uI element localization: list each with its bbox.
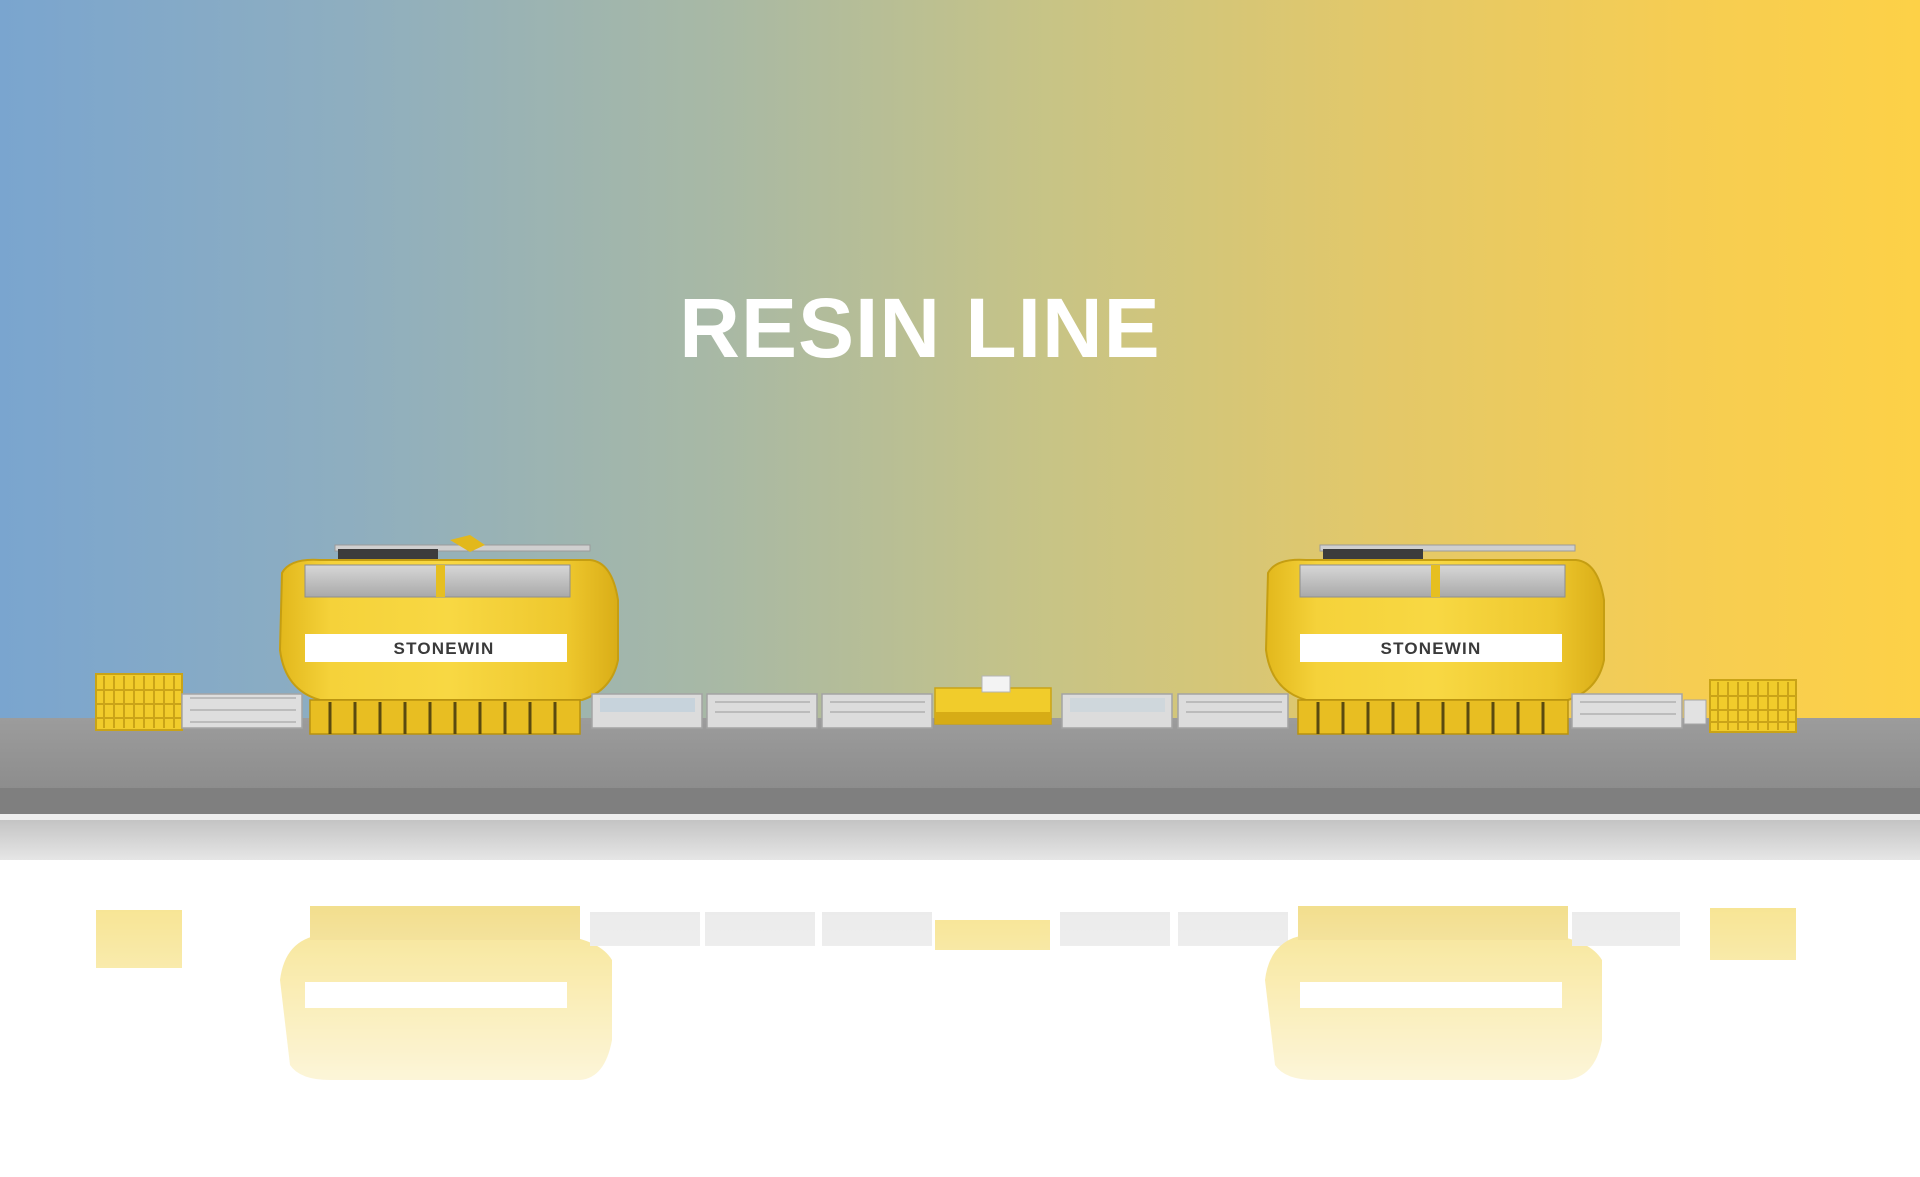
- left-resin-machine: STONEWIN: [278, 535, 619, 735]
- hero-title: RESIN LINE: [679, 281, 1161, 375]
- floor-edge-highlight: [0, 814, 1920, 820]
- left-slab-rack: [95, 673, 183, 731]
- left-roller-conveyor: [181, 693, 303, 729]
- floor-platform-front: [0, 788, 1920, 814]
- left-machine-brand-label: STONEWIN: [394, 639, 495, 658]
- middle-conveyor-sequence: [591, 675, 1289, 729]
- right-roller-conveyor: [1571, 693, 1707, 729]
- right-machine-brand-label: STONEWIN: [1381, 639, 1482, 658]
- right-slab-rack: [1709, 679, 1797, 733]
- right-resin-machine: STONEWIN: [1264, 544, 1605, 735]
